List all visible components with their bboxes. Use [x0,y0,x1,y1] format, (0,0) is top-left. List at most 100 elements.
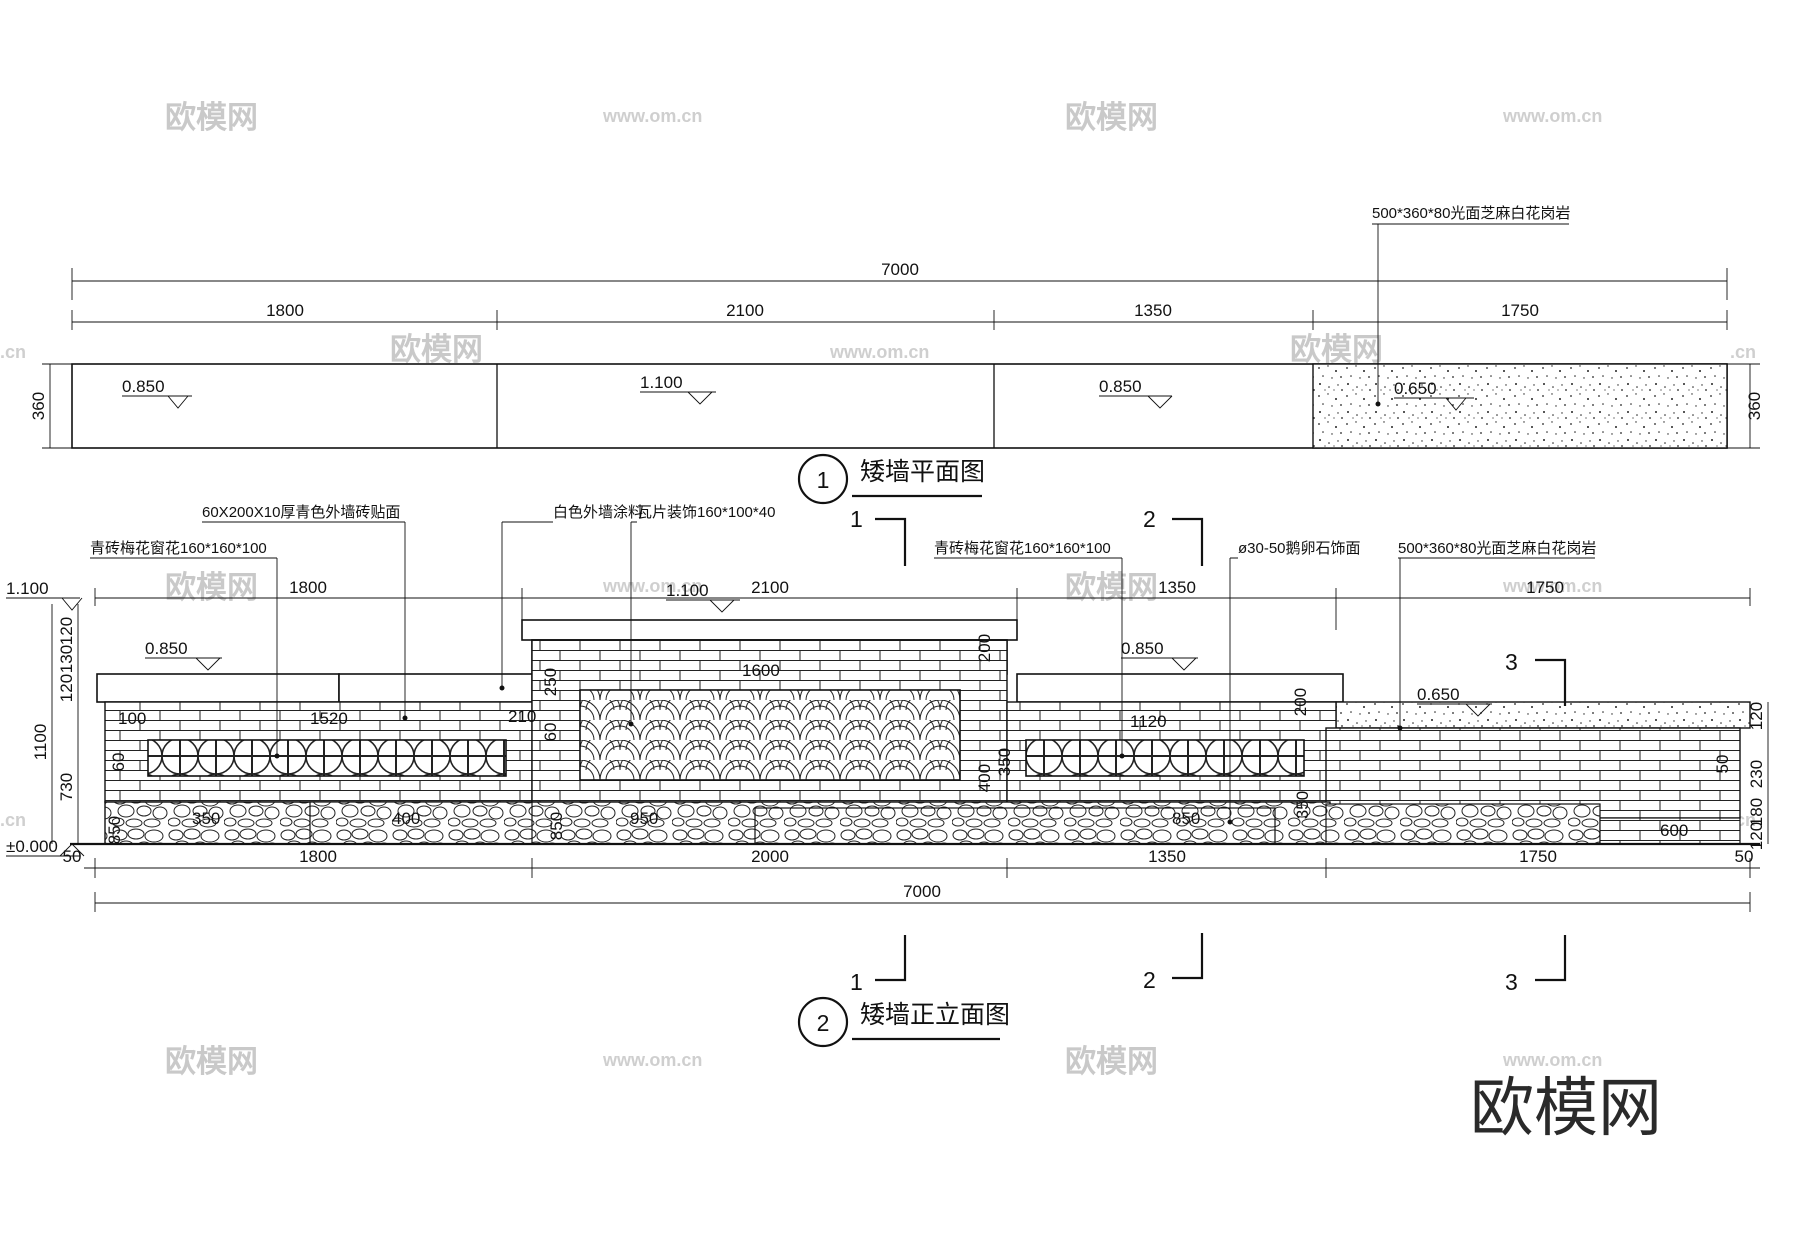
leader-dot [1227,819,1233,825]
watermark-cn: 欧模网 [390,332,483,367]
level-label: 0.850 [1121,639,1164,658]
bottom-total-dim: 7000 [903,882,941,901]
section-number: 2 [1143,967,1156,993]
elev-top-dim: 1800 [289,578,327,597]
section-mark-top: 3 [1505,649,1567,706]
leader-line [630,521,637,724]
granite-brick-wall [1325,727,1741,819]
watermark-cn: 欧模网 [1065,570,1158,605]
inner-dim: 600 [1660,821,1688,840]
section-number: 2 [1143,506,1156,532]
plan-level-marker: 0.650 [1394,379,1474,411]
watermark-url: www.om.cn [602,106,702,126]
pebble-step [1325,803,1601,845]
leader-dot [628,721,634,727]
note-tiles-deco: 瓦片装饰160*100*40 [637,504,775,521]
elevation-view: 1800 2100 1350 1750 1.100 100 1520 2 [6,504,1769,1048]
section-number: 3 [1505,969,1518,995]
inner-dim: 100 [118,709,146,728]
plan-granite-note: 500*360*80光面芝麻白花岗岩 [1372,205,1570,222]
level-label: 1.100 [640,373,683,392]
note-window-right: 青砖梅花窗花160*160*100 [934,539,1111,557]
level-triangle-icon [640,391,716,405]
plan-seg-dim: 2100 [726,301,764,320]
inner-dim: 1520 [310,709,348,728]
bottom-dim: 1350 [1148,847,1186,866]
leader-line [90,557,278,756]
section-mark-top: 1 [850,506,907,566]
plan-level-marker: 0.850 [122,377,192,409]
plan-granite-cap [1312,363,1728,449]
leader-line [934,557,1123,756]
inner-dim: 250 [541,668,560,696]
section-cut-line [1172,517,1204,566]
bottom-dim: 50 [1735,847,1754,866]
level-triangle-icon [1121,657,1198,671]
plan-side-dim: 360 [29,392,48,420]
left-dim: 120 [57,674,76,702]
inner-dim: 210 [508,707,536,726]
level-triangle-icon [1099,395,1173,409]
level-triangle-icon [1417,703,1492,717]
section-number: 1 [850,969,863,995]
level-label: 0.850 [1099,377,1142,396]
granite-cap [1335,701,1751,729]
leader-dot [1375,401,1381,407]
watermark-edge: .cn [1730,342,1756,362]
plan-level-marker: 0.850 [1099,377,1173,409]
inner-dim: 400 [975,764,994,792]
level-marker: 0.850 [145,639,222,671]
watermark-url: www.om.cn [602,576,702,596]
section-mark-bottom: 3 [1505,935,1567,995]
right-dim: 120 [1747,702,1766,730]
level-triangle-icon [145,657,222,671]
left-dim: 120 [57,617,76,645]
note-window-left: 青砖梅花窗花160*160*100 [90,539,267,557]
leader-line [1398,557,1595,728]
bottom-dim: 50 [63,847,82,866]
leader-line [501,521,553,688]
leader-line [202,521,406,718]
inner-dim: 1600 [742,661,780,680]
level-top: 1.100 [6,579,49,598]
leader-dot [402,715,408,721]
section-mark-top: 2 [1143,506,1204,566]
right-dim: 120 [1747,822,1766,850]
title-circle [797,453,849,505]
plan-view: 7000 1800 2100 1350 1750 360 360 0.850 1… [29,205,1764,505]
section-cut-line [875,517,907,566]
right-dim: 50 [1713,755,1732,774]
watermark-edge: .cn [0,810,26,830]
pebble-step [754,807,1276,845]
watermark-cn: 欧模网 [1065,100,1158,135]
left-cap [96,673,340,703]
elev-top-dim: 2100 [751,578,789,597]
bottom-dim: 1750 [1519,847,1557,866]
plan-seg-dim: 1350 [1134,301,1172,320]
plan-level-marker: 1.100 [640,373,716,405]
inner-dim: 200 [975,634,994,662]
inner-dim: 350 [995,748,1014,776]
watermark-url: www.om.cn [1502,106,1602,126]
leader-dot [274,753,280,759]
inner-dim: 350 [192,809,220,828]
left-dim: 730 [57,773,76,801]
inner-dim: 850 [1172,809,1200,828]
plan-total-dim: 7000 [881,260,919,279]
level-label: 0.650 [1417,685,1460,704]
watermark-cn: 欧模网 [165,100,258,135]
watermark-url: www.om.cn [1502,576,1602,596]
section-number: 3 [1505,649,1518,675]
watermark-cn: 欧模网 [165,570,258,605]
inner-dim: 950 [630,809,658,828]
left-dim: 1100 [31,724,50,761]
level-triangle-icon [666,599,740,613]
watermark-cn: 欧模网 [1065,1044,1158,1079]
elev-top-dim: 1750 [1526,578,1564,597]
leader-dot [1119,753,1125,759]
watermark-url: www.om.cn [1502,1050,1602,1070]
plan-seg-dim: 1750 [1501,301,1539,320]
level-marker: 1.100 [666,581,740,613]
section-cut-line [875,935,907,982]
note-granite: 500*360*80光面芝麻白花岗岩 [1398,540,1596,557]
